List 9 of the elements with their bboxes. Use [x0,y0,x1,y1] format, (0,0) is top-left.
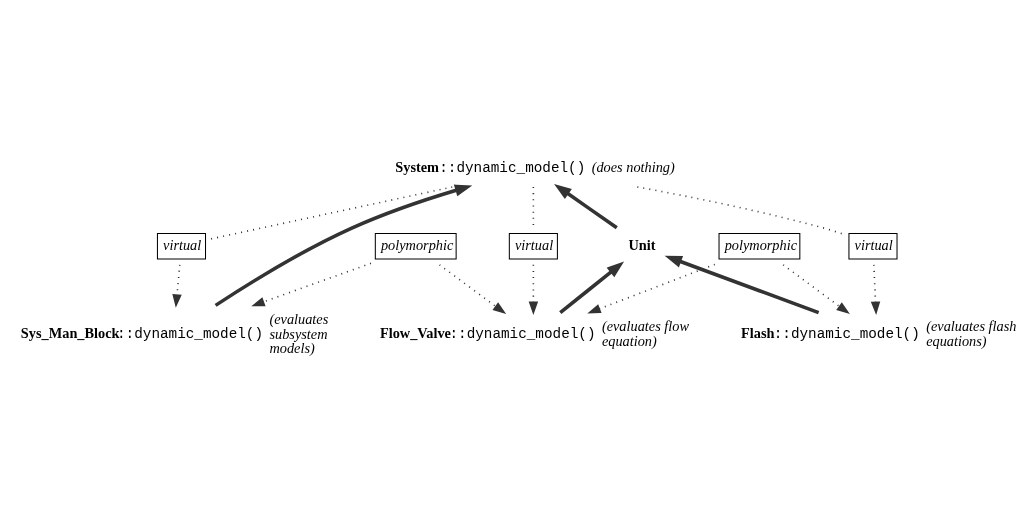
node-text: Flash::dynamic_model() [741,325,920,343]
node-label: (evaluates subsystem models) [269,311,329,356]
node-text: Flow_Valve::dynamic_model() [379,325,596,343]
node-label: (evaluates flash equations) [926,318,1017,349]
node-text: Sys_Man_Block::dynamic_model() [20,325,264,343]
node-label: (evaluates flow equation) [601,318,689,349]
node-text: System::dynamic_model() [395,158,586,176]
node-text: Unit [628,236,656,253]
node-label: (does nothing) [591,158,675,175]
